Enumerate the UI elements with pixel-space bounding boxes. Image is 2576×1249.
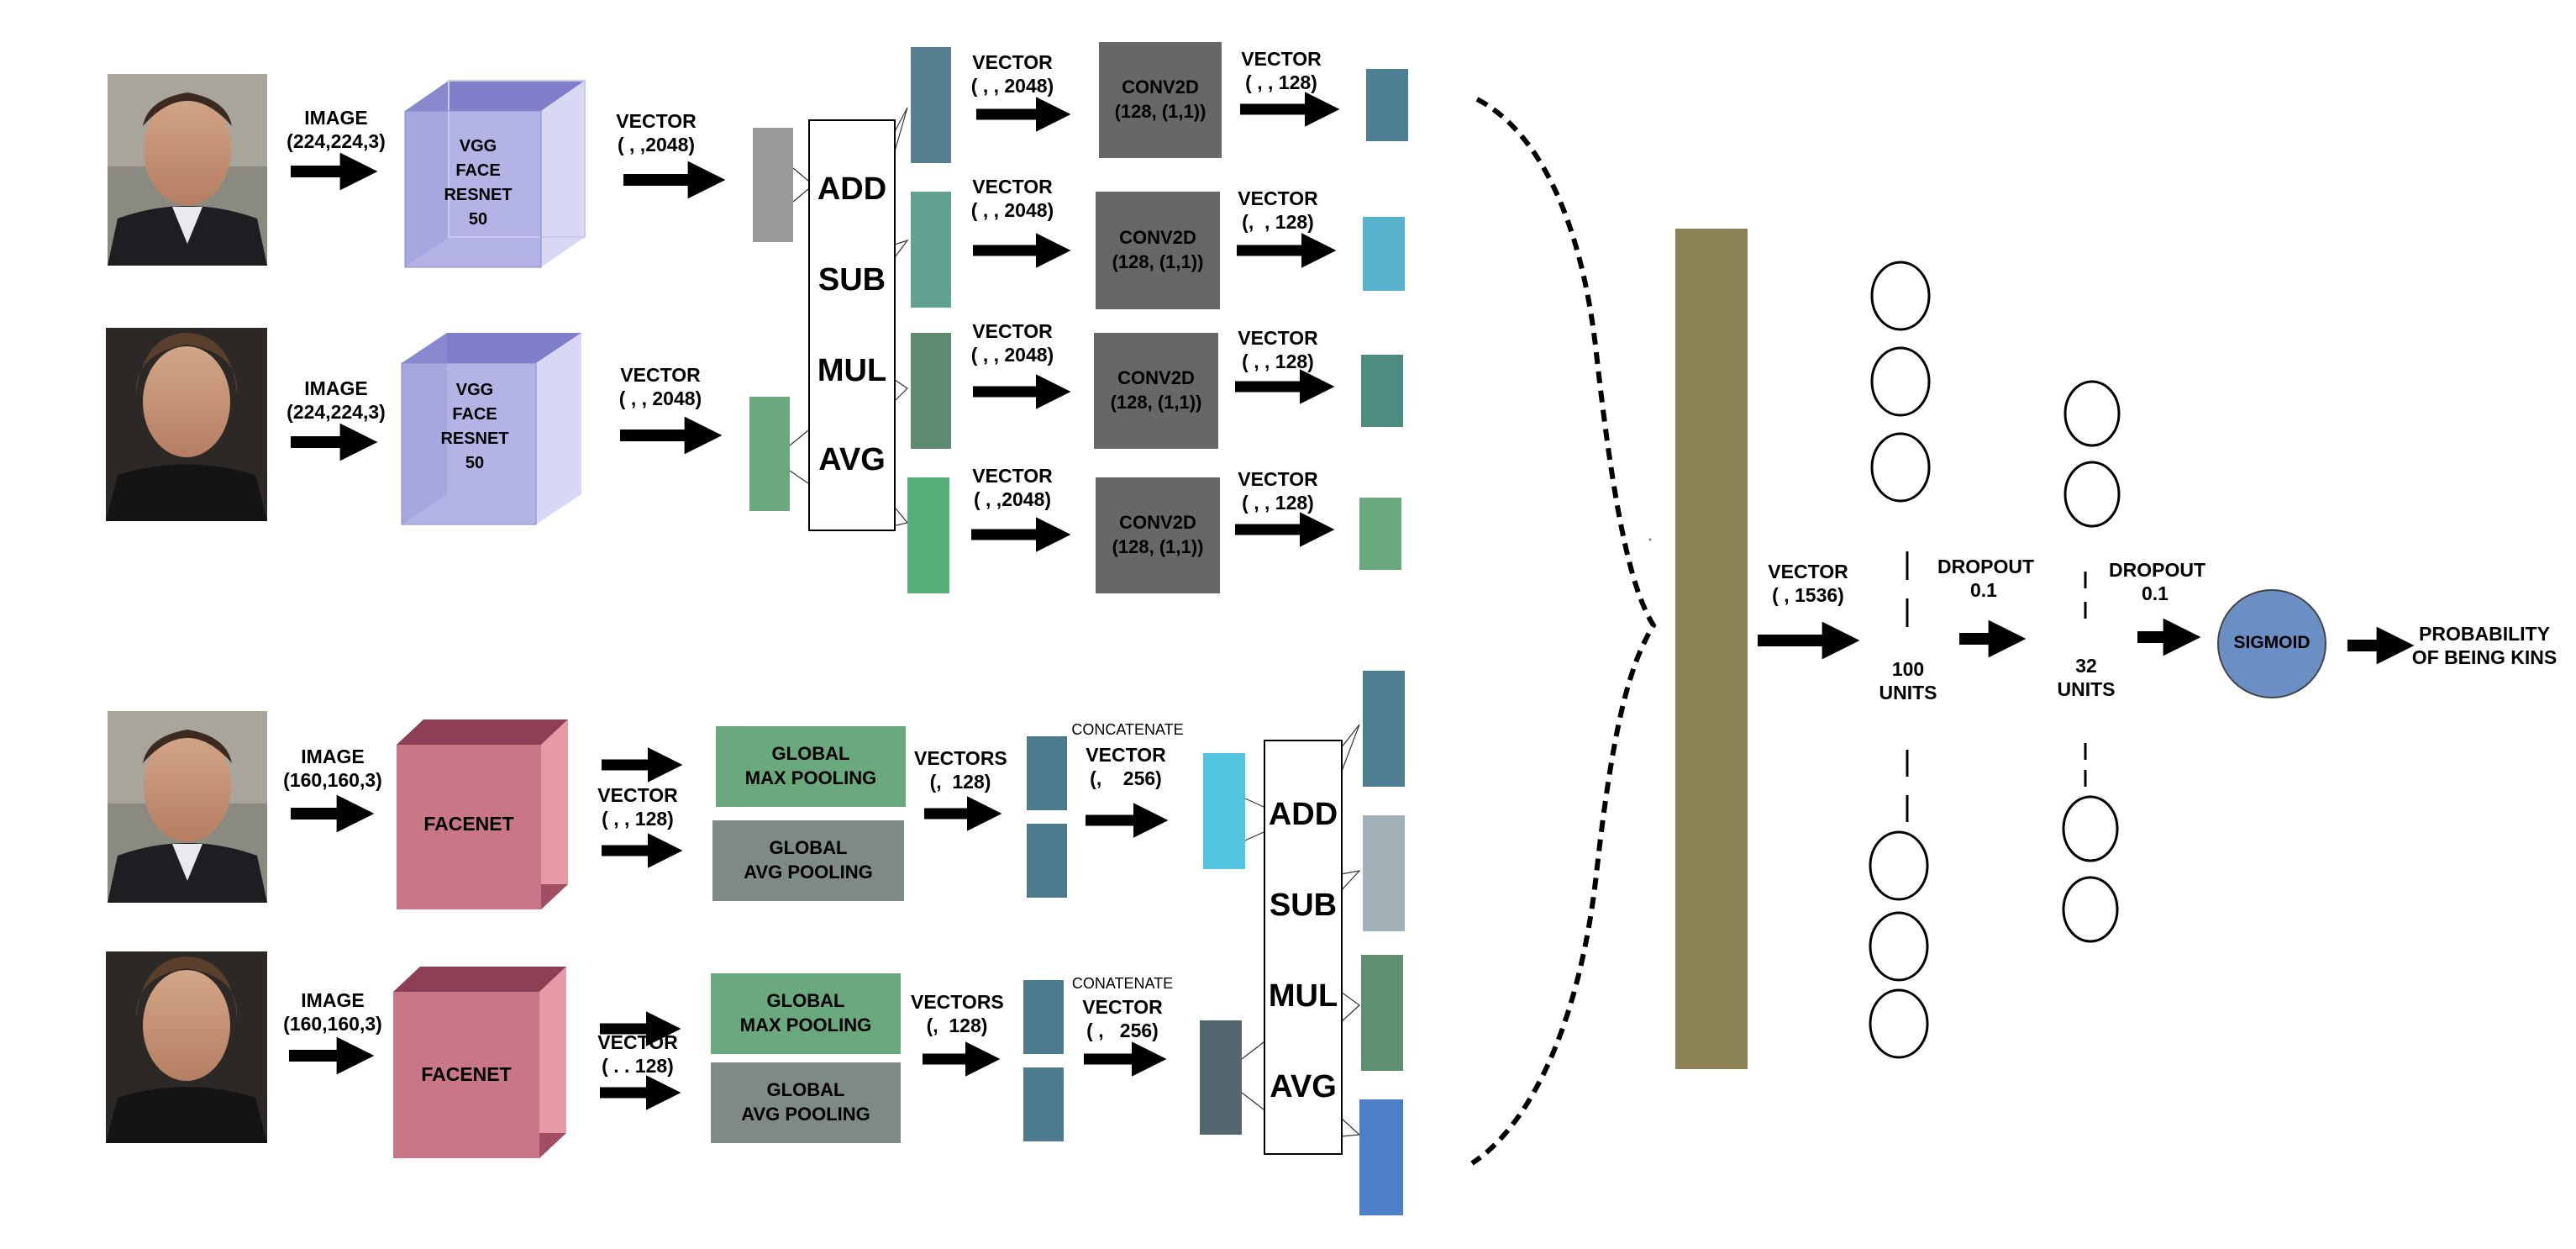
conv2d-box-1: CONV2D (128, (1,1)) <box>1099 42 1222 158</box>
global-max-pooling-box-2: GLOBAL MAX POOLING <box>711 973 901 1054</box>
op-add-bottom: ADD <box>1268 797 1338 832</box>
face-photo-1 <box>108 74 267 266</box>
pooled-vector-2b <box>1023 1067 1064 1141</box>
vgg-face-resnet50-cube-2 <box>401 333 581 525</box>
facenet-label-2: FACENET <box>421 1063 512 1085</box>
pooled-vector-1b <box>1027 824 1067 898</box>
image-label-2: IMAGE (224,224,3) <box>287 377 386 424</box>
concat-vector-2 <box>1200 1020 1242 1135</box>
bottom-merge-ops-box: ADD SUB MUL AVG <box>1264 740 1343 1155</box>
conv2d-box-2: CONV2D (128, (1,1)) <box>1096 192 1220 309</box>
op-mul: MUL <box>817 353 887 388</box>
vgg-face-resnet50-cube-1 <box>404 80 586 268</box>
conv2d-box-4: CONV2D (128, (1,1)) <box>1096 477 1220 593</box>
branch2-in-vector-label: VECTOR ( , , 2048) <box>970 176 1054 222</box>
vgg-vector-label-2: VECTOR ( , , 2048) <box>618 364 702 410</box>
bottom-branch-vector-2 <box>1363 815 1405 931</box>
top-output-vector-2 <box>1363 217 1405 291</box>
dense2-units-label: 32 UNITS <box>2057 655 2116 701</box>
dropout2-label: DROPOUT 0.1 <box>2109 559 2205 605</box>
image-label-4: IMAGE (160,160,3) <box>283 989 382 1036</box>
branch2-out-vector-label: VECTOR (, , 128) <box>1238 187 1318 234</box>
op-sub-bottom: SUB <box>1269 888 1338 923</box>
image-label-1: IMAGE (224,224,3) <box>287 107 386 153</box>
image-label-3: IMAGE (160,160,3) <box>283 746 382 792</box>
branch1-in-vector-label: VECTOR ( , , 2048) <box>970 51 1054 97</box>
merge-brace <box>1470 97 1657 1166</box>
bottom-fan-in-lines <box>1241 798 1264 1110</box>
facenet-vector-label-2: VECTOR ( . . 128) <box>597 1031 678 1078</box>
concatenate-label-2: CONATENATE <box>1071 975 1174 992</box>
branch3-out-vector-label: VECTOR ( , , 128) <box>1238 327 1318 373</box>
op-sub: SUB <box>817 262 886 298</box>
stray-dot <box>1648 538 1652 541</box>
dropout1-label: DROPOUT 0.1 <box>1937 556 2034 602</box>
top-output-vector-3 <box>1361 355 1403 427</box>
output-probability-label: PROBABILITY OF BEING KINS <box>2411 623 2558 669</box>
top-merge-ops-box: ADD SUB MUL AVG <box>808 119 896 531</box>
top-branch-vector-2 <box>911 192 951 308</box>
facenet-cube-1 <box>397 719 568 909</box>
branch3-in-vector-label: VECTOR ( , , 2048) <box>970 320 1054 366</box>
facenet-vector-label-1: VECTOR ( , , 128) <box>597 784 678 830</box>
concat-vector-label-2: VECTOR ( , 256) <box>1082 996 1163 1042</box>
concatenate-label-1: CONCATENATE <box>1071 721 1184 738</box>
facenet-cube-2 <box>393 967 566 1158</box>
dense-layer-100-units <box>1869 261 1931 1059</box>
top-branch-vector-1 <box>911 47 951 163</box>
bottom-branch-vector-4 <box>1359 1099 1403 1215</box>
vgg-model-label-1: VGG FACE RESNET 50 <box>444 137 513 229</box>
bottom-fan-out-lines <box>1340 724 1361 1137</box>
global-avg-pooling-box-1: GLOBAL AVG POOLING <box>712 820 904 901</box>
vgg-embedding-vector-1 <box>753 128 793 242</box>
op-add: ADD <box>817 171 887 207</box>
pooled-vectors-label-2: VECTORS (, 128) <box>911 991 1004 1037</box>
vgg-embedding-vector-2 <box>749 397 790 511</box>
sigmoid-node <box>2217 589 2326 698</box>
bottom-branch-vector-1 <box>1363 671 1405 787</box>
vgg-vector-label-1: VECTOR ( , ,2048) <box>616 110 697 156</box>
concatenated-feature-bar <box>1675 229 1748 1069</box>
top-branch-vector-4 <box>907 477 949 593</box>
sigmoid-label: SIGMOID <box>2233 633 2311 652</box>
bottom-branch-vector-3 <box>1361 955 1403 1071</box>
top-fan-in-lines <box>789 167 809 484</box>
dense1-units-label: 100 UNITS <box>1879 658 1937 704</box>
branch1-out-vector-label: VECTOR ( , , 128) <box>1241 48 1322 94</box>
face-photo-2 <box>106 328 267 521</box>
final-vector-label: VECTOR ( , 1536) <box>1768 561 1848 607</box>
op-avg-bottom: AVG <box>1270 1069 1337 1104</box>
global-avg-pooling-box-2: GLOBAL AVG POOLING <box>711 1062 901 1143</box>
pooled-vector-1a <box>1027 736 1067 810</box>
top-output-vector-1 <box>1366 69 1408 141</box>
pooled-vector-2a <box>1023 980 1064 1054</box>
branch4-in-vector-label: VECTOR ( , ,2048) <box>972 465 1053 511</box>
branch4-out-vector-label: VECTOR ( , , 128) <box>1238 468 1318 514</box>
concat-vector-label-1: VECTOR (, 256) <box>1086 744 1166 790</box>
dense-layer-32-units <box>2062 380 2121 943</box>
face-photo-3 <box>108 711 267 903</box>
pooled-vectors-label-1: VECTORS (, 128) <box>914 747 1007 793</box>
global-max-pooling-box-1: GLOBAL MAX POOLING <box>716 726 906 807</box>
concat-vector-1 <box>1203 753 1245 869</box>
op-avg: AVG <box>818 442 886 477</box>
conv2d-box-3: CONV2D (128, (1,1)) <box>1094 333 1218 449</box>
top-output-vector-4 <box>1359 498 1401 570</box>
facenet-label-1: FACENET <box>423 813 514 835</box>
vgg-model-label-2: VGG FACE RESNET 50 <box>440 381 509 472</box>
top-fan-out-lines <box>891 107 909 527</box>
top-branch-vector-3 <box>911 333 951 449</box>
face-photo-4 <box>106 951 267 1143</box>
op-mul-bottom: MUL <box>1268 978 1338 1014</box>
